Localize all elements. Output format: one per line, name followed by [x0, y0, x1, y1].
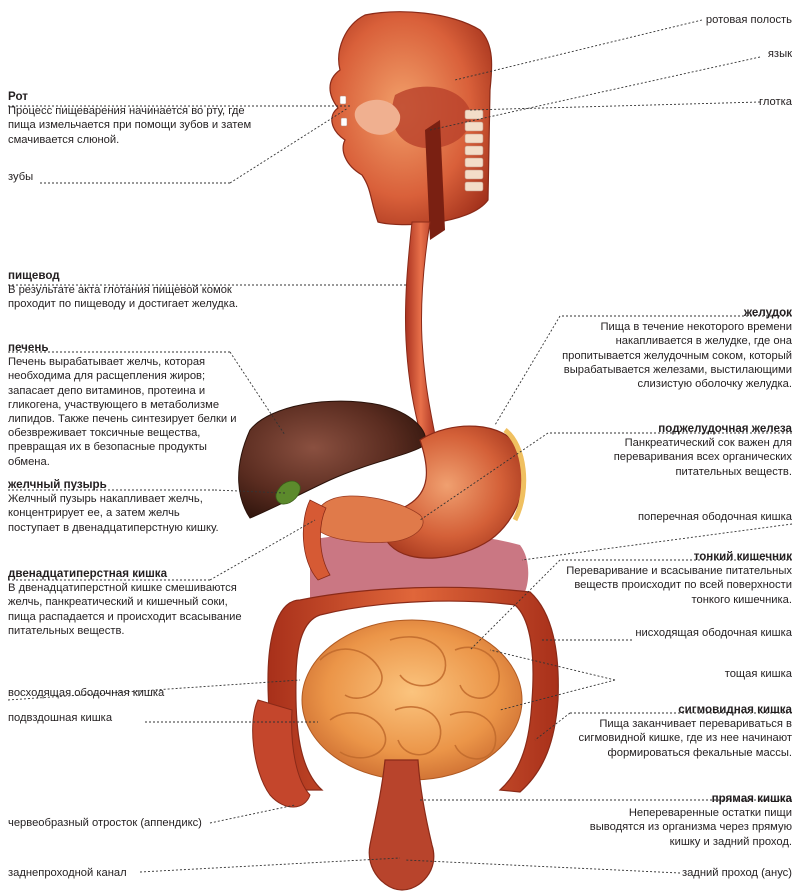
- liver-block: печень Печень вырабатывает желчь, котора…: [8, 341, 244, 469]
- mouth-block: Рот Процесс пищеварения начинается во рт…: [8, 90, 270, 147]
- pancreas-title: поджелудочная железа: [562, 422, 792, 436]
- stomach-text: Пища в течение некоторого времени накапл…: [562, 320, 792, 391]
- duodenum-text: В двенадцатиперстной кишке смешиваются ж…: [8, 581, 250, 638]
- esophagus-text: В результате акта глотания пищевой комок…: [8, 283, 270, 311]
- esophagus-title: пищевод: [8, 269, 270, 283]
- gallbladder-block: желчный пузырь Желчный пузырь накапливае…: [8, 478, 220, 535]
- anal-canal-label: заднепроходной канал: [8, 866, 127, 880]
- descending-colon-label: нисходящая ободочная кишка: [635, 626, 792, 640]
- stomach-title: желудок: [562, 306, 792, 320]
- anus-label: задний проход (анус): [682, 866, 792, 880]
- gallbladder-title: желчный пузырь: [8, 478, 220, 492]
- ileum-label: подвздошная кишка: [8, 711, 112, 725]
- pharynx-label: глотка: [759, 95, 792, 109]
- tongue-label: язык: [768, 47, 792, 61]
- pancreas-block: поджелудочная железа Панкреатический сок…: [562, 422, 792, 479]
- small-intestine-text: Переваривание и всасывание питательных в…: [562, 564, 792, 607]
- stomach-block: желудок Пища в течение некоторого времен…: [562, 306, 792, 391]
- sigmoid-text: Пища заканчивает перевариваться в сигмов…: [566, 717, 792, 760]
- duodenum-block: двенадцатиперстная кишка В двенадцатипер…: [8, 567, 250, 638]
- small-intestine-shape: [302, 620, 522, 780]
- sigmoid-block: сигмовидная кишка Пища заканчивает перев…: [566, 703, 792, 760]
- mouth-text: Процесс пищеварения начинается во рту, г…: [8, 104, 270, 147]
- rectum-block: прямая кишка Непереваренные остатки пищи…: [572, 792, 792, 849]
- pancreas-shape: [315, 496, 423, 543]
- mouth-title: Рот: [8, 90, 270, 104]
- rectum-title: прямая кишка: [572, 792, 792, 806]
- ascending-colon-label: восходящая ободочная кишка: [8, 686, 164, 700]
- duodenum-title: двенадцатиперстная кишка: [8, 567, 250, 581]
- small-intestine-block: тонкий кишечник Переваривание и всасыван…: [562, 550, 792, 607]
- oral-cavity-label: ротовая полость: [706, 13, 792, 27]
- liver-text: Печень вырабатывает желчь, которая необх…: [8, 355, 244, 469]
- rectum-text: Непереваренные остатки пищи выводятся из…: [572, 806, 792, 849]
- small-intestine-title: тонкий кишечник: [562, 550, 792, 564]
- head-section: [330, 12, 492, 240]
- jejunum-label: тощая кишка: [725, 667, 792, 681]
- pancreas-text: Панкреатический сок важен для переварива…: [562, 436, 792, 479]
- transverse-colon-label: поперечная ободочная кишка: [638, 510, 792, 524]
- esophagus-shape: [405, 222, 436, 440]
- gallbladder-text: Желчный пузырь накапливает желчь, концен…: [8, 492, 220, 535]
- teeth-label: зубы: [8, 170, 33, 184]
- liver-title: печень: [8, 341, 244, 355]
- sigmoid-title: сигмовидная кишка: [566, 703, 792, 717]
- esophagus-block: пищевод В результате акта глотания пищев…: [8, 269, 270, 312]
- appendix-label: червеобразный отросток (аппендикс): [8, 816, 202, 830]
